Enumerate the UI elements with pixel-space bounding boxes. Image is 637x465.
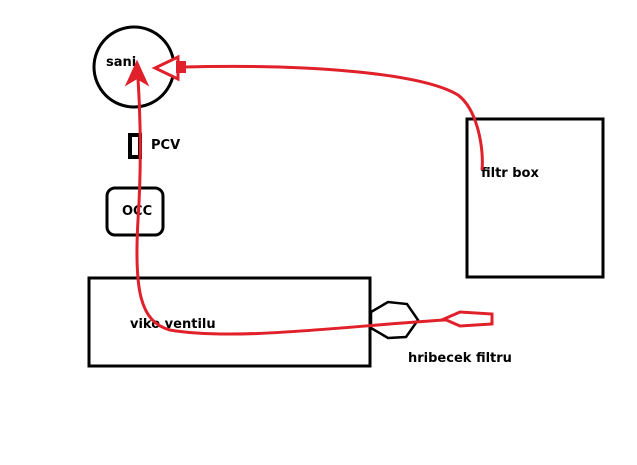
filler-cap-label: hribecek filtru xyxy=(408,351,512,366)
breather-flow-tail xyxy=(440,310,494,328)
occ-box xyxy=(105,186,165,237)
sani-label: sani xyxy=(106,55,136,70)
breather-flow-line xyxy=(135,77,463,336)
pcv-valve-inner xyxy=(132,137,138,155)
breather-arrowhead xyxy=(124,59,150,87)
filler-cap-hexagon xyxy=(369,300,420,340)
intake-arrow-neck xyxy=(176,61,186,73)
intake-arrowhead xyxy=(151,54,180,82)
filter-box-label: filtr box xyxy=(481,166,539,181)
pcv-label: PCV xyxy=(151,138,180,153)
intake-flow-line xyxy=(183,64,484,171)
filter-box xyxy=(465,117,605,279)
